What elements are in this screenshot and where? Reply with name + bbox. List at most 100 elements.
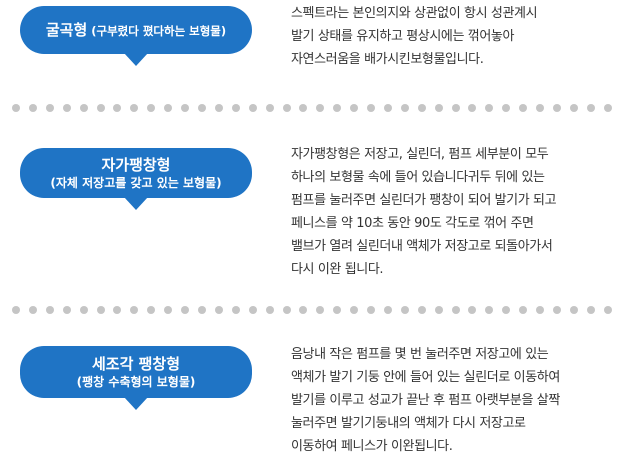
divider-dot bbox=[468, 104, 477, 112]
divider-dot bbox=[350, 104, 359, 112]
divider-dot bbox=[603, 306, 612, 314]
section-curved: 굴곡형(구부렸다 폈다하는 보형물) 스펙트라는 본인의지와 상관없이 항시 성… bbox=[0, 0, 620, 100]
divider-dot bbox=[147, 104, 156, 112]
divider-dot bbox=[113, 104, 122, 112]
divider-dot bbox=[12, 104, 20, 112]
divider-dot bbox=[248, 104, 257, 112]
divider-dot bbox=[62, 306, 71, 314]
description-line: 밸브가 열려 실린더내 액체가 저장고로 되돌아가서 bbox=[291, 239, 553, 254]
divider-dot bbox=[333, 306, 342, 314]
divider-dot bbox=[181, 306, 190, 314]
divider-dot bbox=[214, 306, 223, 314]
divider-dot bbox=[333, 104, 342, 112]
divider-dot bbox=[45, 306, 54, 314]
type-bubble-curved: 굴곡형(구부렸다 폈다하는 보형물) bbox=[20, 6, 252, 66]
dotted-divider bbox=[12, 305, 612, 315]
divider-dot bbox=[603, 104, 612, 112]
divider-dot bbox=[12, 306, 20, 314]
description-line: 눌러주면 발기기둥내의 액체가 다시 저장고로 bbox=[291, 416, 526, 431]
divider-dot bbox=[417, 104, 426, 112]
divider-dot bbox=[164, 104, 173, 112]
type-description-self-inflating: 자가팽창형은 저장고, 실린더, 펌프 세부분이 모두 하나의 보형물 속에 들… bbox=[291, 143, 616, 281]
divider-dot bbox=[502, 306, 511, 314]
divider-dot bbox=[451, 306, 460, 314]
divider-dot bbox=[164, 306, 173, 314]
divider-dot bbox=[45, 104, 54, 112]
divider-dot bbox=[400, 306, 409, 314]
description-line: 펌프를 눌러주면 실린더가 팽창이 되어 발기가 되고 bbox=[291, 193, 557, 208]
type-subtitle: (팽창 수축형의 보형물) bbox=[76, 374, 196, 389]
type-title: 굴곡형 bbox=[45, 20, 88, 39]
type-bubble-self-inflating: 자가팽창형 (자체 저장고를 갖고 있는 보형물) bbox=[20, 148, 252, 210]
description-line: 액체가 발기 기둥 안에 들어 있는 실린더로 이동하여 bbox=[291, 370, 560, 385]
divider-dot bbox=[569, 104, 578, 112]
divider-dot bbox=[367, 104, 376, 112]
divider-dot bbox=[197, 306, 206, 314]
divider-dot bbox=[434, 104, 443, 112]
divider-dot bbox=[400, 104, 409, 112]
divider-dot bbox=[62, 104, 71, 112]
divider-dot bbox=[299, 306, 308, 314]
divider-dot bbox=[502, 104, 511, 112]
divider-dot bbox=[350, 306, 359, 314]
type-subtitle: (구부렸다 폈다하는 보형물) bbox=[91, 23, 227, 38]
type-title-line: 굴곡형(구부렸다 폈다하는 보형물) bbox=[46, 20, 226, 41]
description-line: 자가팽창형은 저장고, 실린더, 펌프 세부분이 모두 bbox=[291, 147, 549, 162]
divider-dot bbox=[79, 104, 88, 112]
divider-dot bbox=[316, 104, 325, 112]
divider-dot bbox=[147, 306, 156, 314]
type-bubble-three-piece: 세조각 팽창형 (팽창 수축형의 보형물) bbox=[20, 346, 252, 410]
divider-dot bbox=[316, 306, 325, 314]
type-description-curved: 스펙트라는 본인의지와 상관없이 항시 성관계시 발기 상태를 유지하고 평상시… bbox=[291, 2, 616, 71]
divider-dot bbox=[248, 306, 257, 314]
divider-dot bbox=[113, 306, 122, 314]
divider-dot bbox=[569, 306, 578, 314]
divider-dot bbox=[536, 306, 545, 314]
divider-dot bbox=[265, 104, 274, 112]
divider-dot bbox=[214, 104, 223, 112]
divider-dot bbox=[28, 306, 37, 314]
divider-dot bbox=[434, 306, 443, 314]
type-subtitle: (자체 저장고를 갖고 있는 보형물) bbox=[50, 175, 222, 190]
divider-dot bbox=[519, 306, 528, 314]
divider-dot bbox=[367, 306, 376, 314]
section-self-inflating: 자가팽창형 (자체 저장고를 갖고 있는 보형물) 자가팽창형은 저장고, 실린… bbox=[0, 140, 620, 300]
description-line: 발기 상태를 유지하고 평상시에는 꺾어놓아 bbox=[291, 29, 515, 44]
description-line: 하나의 보형물 속에 들어 있습니다귀두 뒤에 있는 bbox=[291, 170, 545, 185]
divider-dot bbox=[468, 306, 477, 314]
description-line: 이동하여 페니스가 이완됩니다. bbox=[291, 439, 453, 454]
description-line: 페니스를 약 10초 동안 90도 각도로 꺾어 주면 bbox=[291, 216, 534, 231]
divider-dot bbox=[231, 306, 240, 314]
divider-dot bbox=[96, 104, 105, 112]
divider-dot bbox=[536, 104, 545, 112]
divider-dot bbox=[282, 104, 291, 112]
divider-dot bbox=[586, 104, 595, 112]
dotted-divider bbox=[12, 103, 612, 113]
divider-dot bbox=[383, 104, 392, 112]
divider-dot bbox=[181, 104, 190, 112]
divider-dot bbox=[197, 104, 206, 112]
divider-dot bbox=[130, 104, 139, 112]
type-title: 세조각 팽창형 bbox=[91, 354, 181, 373]
description-line: 스펙트라는 본인의지와 상관없이 항시 성관계시 bbox=[291, 6, 538, 21]
description-line: 다시 이완 됩니다. bbox=[291, 262, 384, 277]
divider-dot bbox=[79, 306, 88, 314]
divider-dot bbox=[130, 306, 139, 314]
divider-dot bbox=[28, 104, 37, 112]
divider-dot bbox=[451, 104, 460, 112]
divider-dot bbox=[231, 104, 240, 112]
divider-dot bbox=[282, 306, 291, 314]
divider-dot bbox=[96, 306, 105, 314]
type-description-three-piece: 음낭내 작은 펌프를 몇 번 눌러주면 저장고에 있는 액체가 발기 기둥 안에… bbox=[291, 343, 616, 458]
description-line: 발기를 이루고 성교가 끝난 후 펌프 아랫부분을 살짝 bbox=[291, 393, 560, 408]
description-line: 음낭내 작은 펌프를 몇 번 눌러주면 저장고에 있는 bbox=[291, 347, 549, 362]
section-three-piece: 세조각 팽창형 (팽창 수축형의 보형물) 음낭내 작은 펌프를 몇 번 눌러주… bbox=[0, 340, 620, 461]
type-title: 자가팽창형 bbox=[101, 155, 171, 174]
divider-dot bbox=[553, 104, 561, 112]
divider-dot bbox=[485, 104, 494, 112]
divider-dot bbox=[586, 306, 595, 314]
divider-dot bbox=[485, 306, 494, 314]
divider-dot bbox=[299, 104, 308, 112]
divider-dot bbox=[265, 306, 274, 314]
description-line: 자연스러움을 배가시킨보형물입니다. bbox=[291, 52, 484, 67]
